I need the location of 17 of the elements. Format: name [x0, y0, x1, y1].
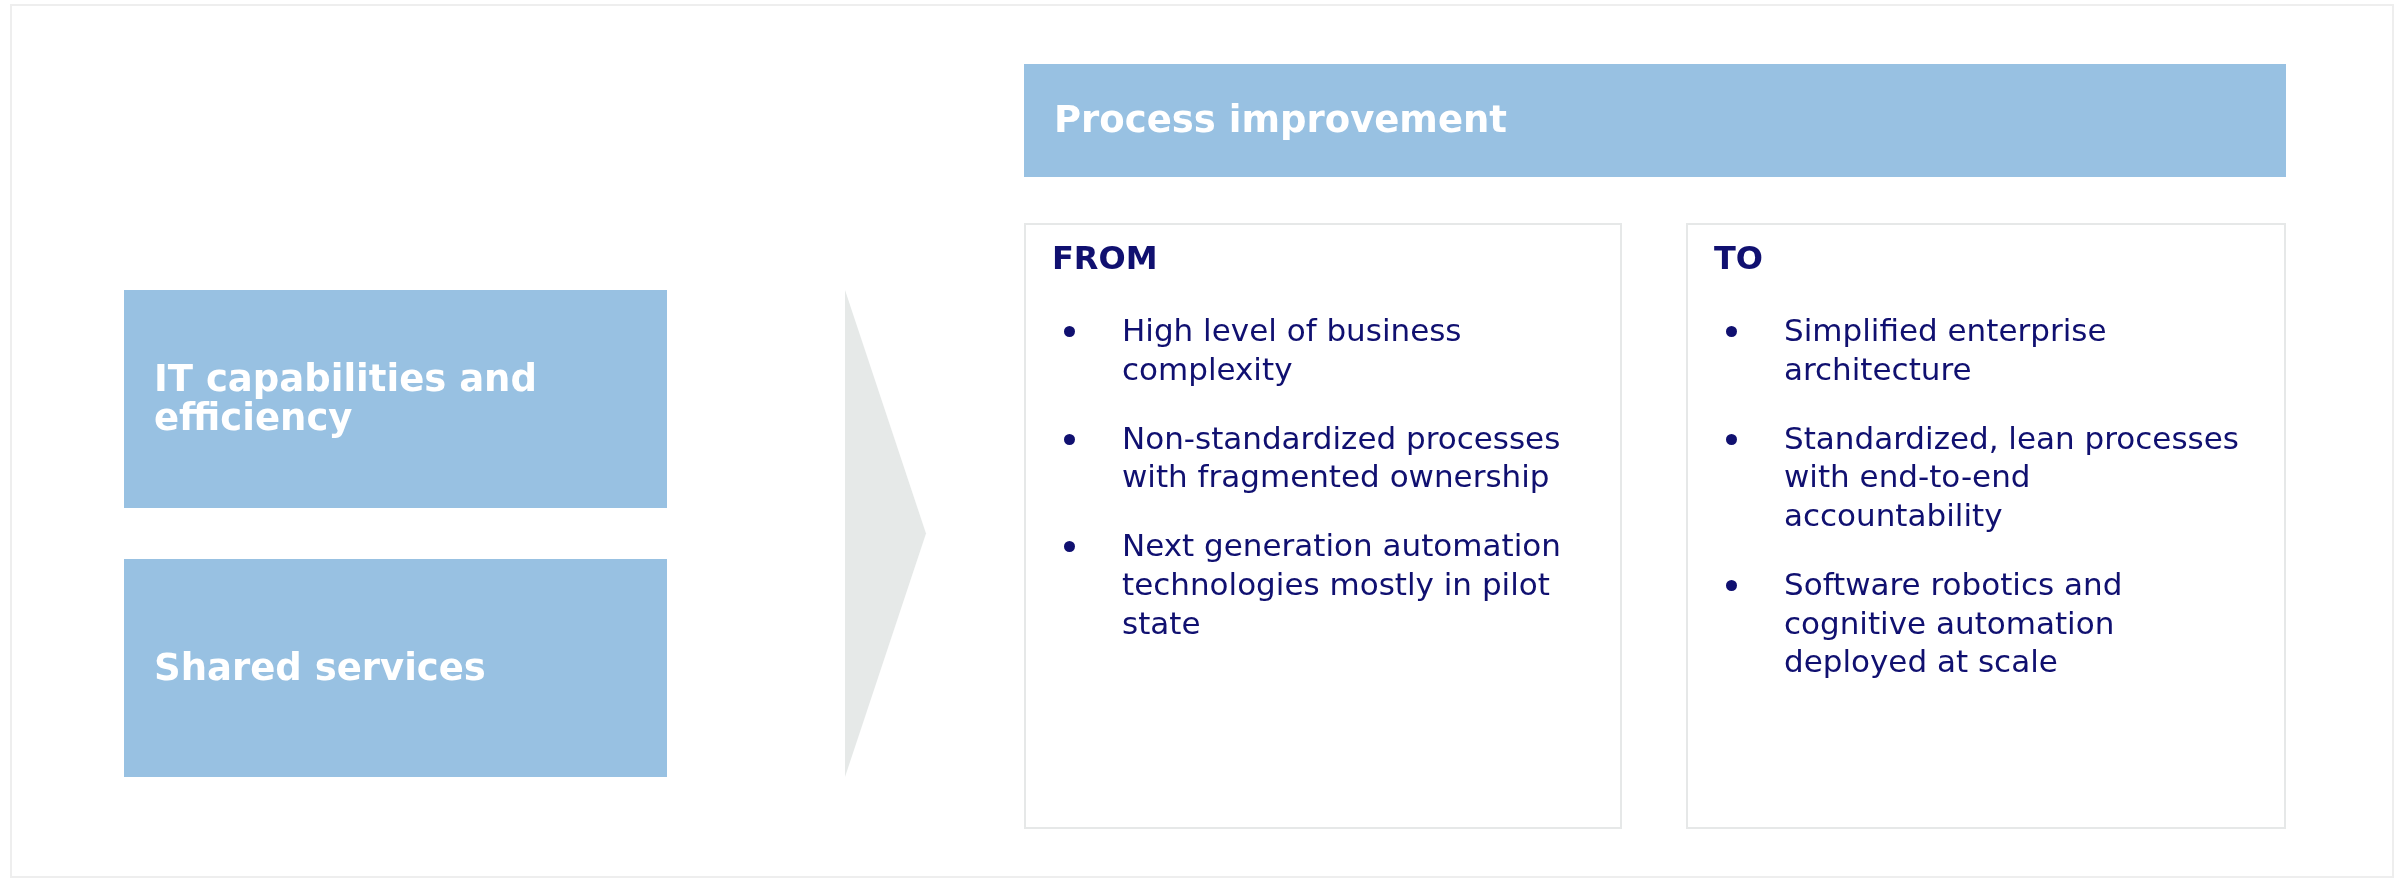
chevron-arrow: [845, 290, 926, 777]
bullet-item: High level of business complexity: [1052, 311, 1594, 389]
bullet-item: Non-standardized processes with fragmented ownership: [1052, 418, 1594, 496]
panel-heading: FROM: [1052, 239, 1158, 277]
bullet-item: Next generation automation technologies mostly in pilot state: [1052, 526, 1594, 643]
list-panel: [1686, 223, 2286, 829]
box-title: IT capabilities and efficiency: [154, 360, 538, 438]
category-box: [124, 559, 667, 777]
bullet-item: Standardized, lean processes with end-to-end accountability: [1714, 418, 2258, 535]
bullet-item: Simplified enterprise architecture: [1714, 311, 2258, 389]
panel-heading: TO: [1714, 239, 1764, 277]
bullet-item: Software robotics and cognitive automation deployed at scale: [1714, 564, 2258, 681]
list-panel: [1024, 223, 1622, 829]
box-title: Shared services: [154, 648, 486, 688]
box-title: Process improvement: [1054, 101, 1507, 140]
category-box: [124, 290, 667, 508]
header-band: [1024, 64, 2286, 177]
